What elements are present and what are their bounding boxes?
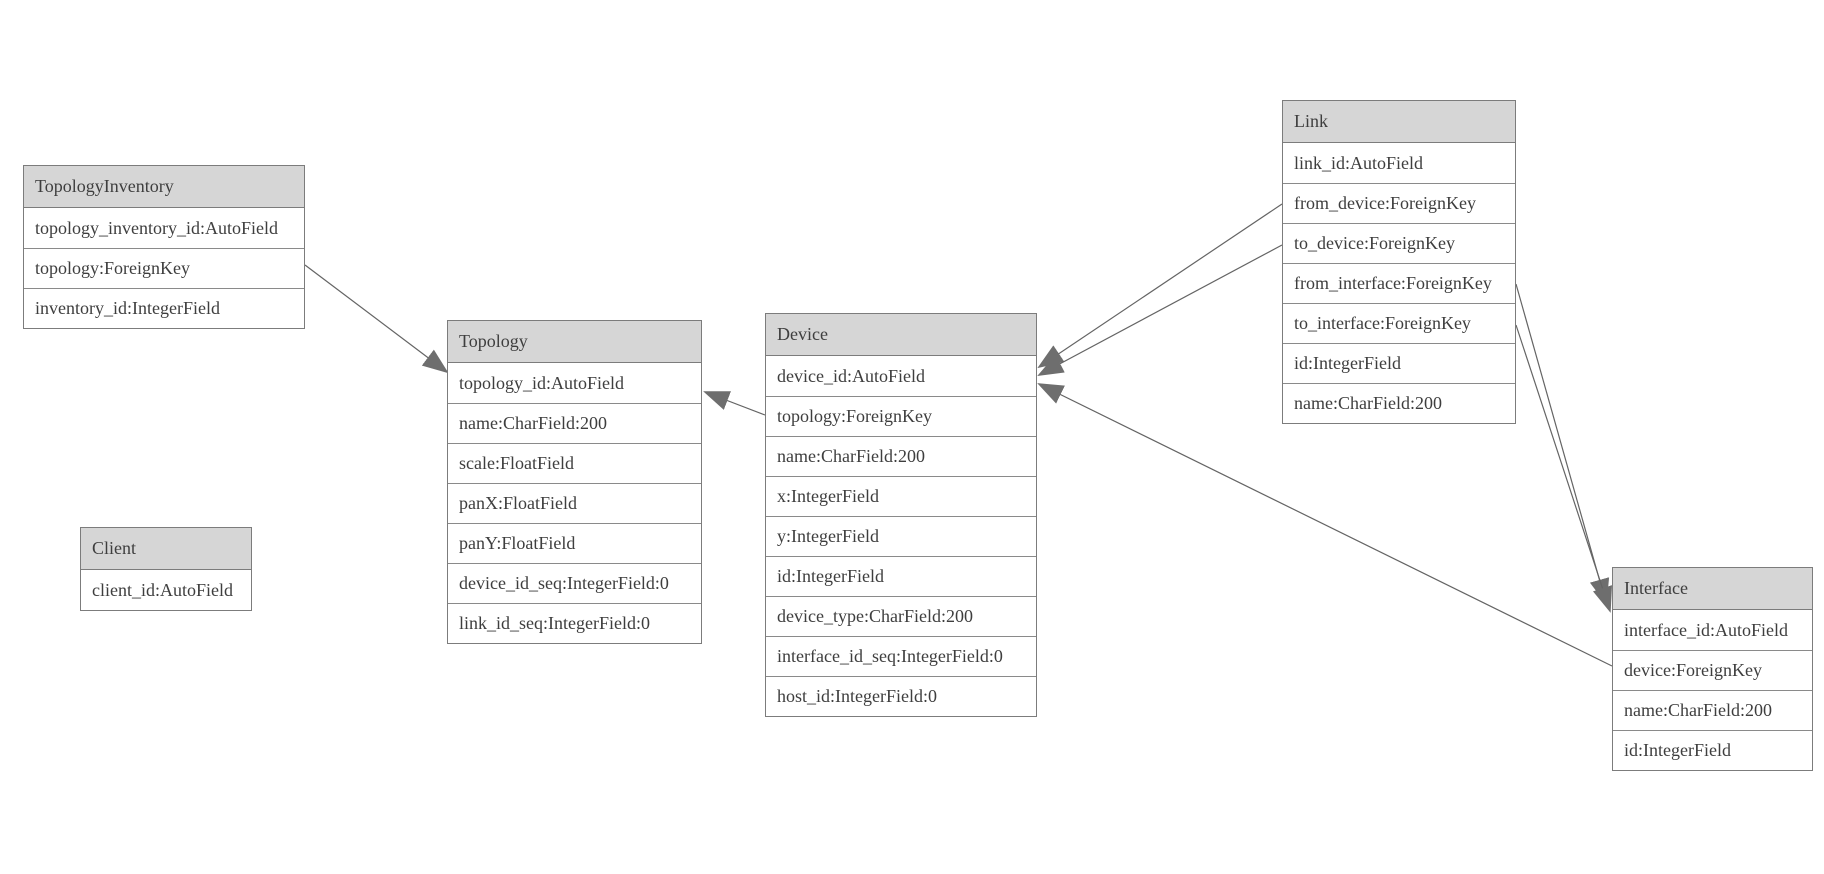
entity-field-row: device:ForeignKey [1613, 650, 1812, 690]
entity-field-row: topology:ForeignKey [24, 248, 304, 288]
entity-field-row: from_device:ForeignKey [1283, 183, 1515, 223]
entity-title-topology_inventory: TopologyInventory [24, 166, 304, 208]
entity-table-link: Link link_id:AutoField from_device:Foreign… [1282, 100, 1516, 424]
entity-field-row: interface_id_seq:IntegerField:0 [766, 636, 1036, 676]
relation-edge-link-to-device [1037, 244, 1283, 376]
entity-field-row: link_id:AutoField [1294, 152, 1424, 173]
entity-field-row: panY:FloatField [448, 523, 701, 563]
entity-field-row: topology_inventory_id:AutoField [35, 217, 278, 238]
entity-field-row: device_id:AutoField [777, 365, 925, 386]
entity-field-row: from_interface:ForeignKey [1283, 263, 1515, 303]
entity-field-row: name:CharField:200 [766, 436, 1036, 476]
relation-edge-link-from-interface [1515, 283, 1610, 605]
relation-edge-link-to-interface [1515, 324, 1613, 613]
entity-title-client: Client [81, 528, 251, 570]
entity-title-interface: Interface [1613, 568, 1812, 610]
entity-field-row: id:IntegerField [1613, 730, 1812, 770]
relation-edge-topologyinventory-topology [304, 264, 449, 374]
entity-field-row: y:IntegerField [766, 516, 1036, 556]
entity-table-client: Client client_id:AutoField [80, 527, 252, 611]
entity-field-row: to_device:ForeignKey [1283, 223, 1515, 263]
entity-field-row: topology:ForeignKey [766, 396, 1036, 436]
entity-field-row: device_type:CharField:200 [766, 596, 1036, 636]
entity-title-device: Device [766, 314, 1036, 356]
entity-title-link: Link [1283, 101, 1515, 143]
entity-field-row: id:IntegerField [1283, 343, 1515, 383]
entity-field-row: scale:FloatField [448, 443, 701, 483]
relation-edge-link-from-device [1037, 203, 1283, 369]
relation-edge-interface-device [1037, 383, 1613, 667]
entity-field-row: x:IntegerField [766, 476, 1036, 516]
entity-field-row: id:IntegerField [766, 556, 1036, 596]
entity-field-row: interface_id:AutoField [1624, 619, 1788, 640]
entity-field-row: to_interface:ForeignKey [1283, 303, 1515, 343]
entity-table-device: Device device_id:AutoField topology:Foreig… [765, 313, 1037, 717]
entity-field-row: host_id:IntegerField:0 [766, 676, 1036, 716]
entity-field-row: inventory_id:IntegerField [24, 288, 304, 328]
entity-table-topology: Topology topology_id:AutoField name:CharFi… [447, 320, 702, 644]
entity-field-row: name:CharField:200 [448, 403, 701, 443]
entity-field-row: link_id_seq:IntegerField:0 [448, 603, 701, 643]
entity-field-row: client_id:AutoField [92, 579, 233, 600]
entity-field-row: device_id_seq:IntegerField:0 [448, 563, 701, 603]
entity-field-row: name:CharField:200 [1283, 383, 1515, 423]
entity-title-topology: Topology [448, 321, 701, 363]
entity-field-row: name:CharField:200 [1613, 690, 1812, 730]
relation-edge-device-topology [703, 391, 766, 416]
entity-field-row: topology_id:AutoField [459, 372, 625, 393]
entity-table-interface: Interface interface_id:AutoField device:Fo… [1612, 567, 1813, 771]
entity-table-topology_inventory: TopologyInventory topology_inventory_id:A… [23, 165, 305, 329]
entity-field-row: panX:FloatField [448, 483, 701, 523]
